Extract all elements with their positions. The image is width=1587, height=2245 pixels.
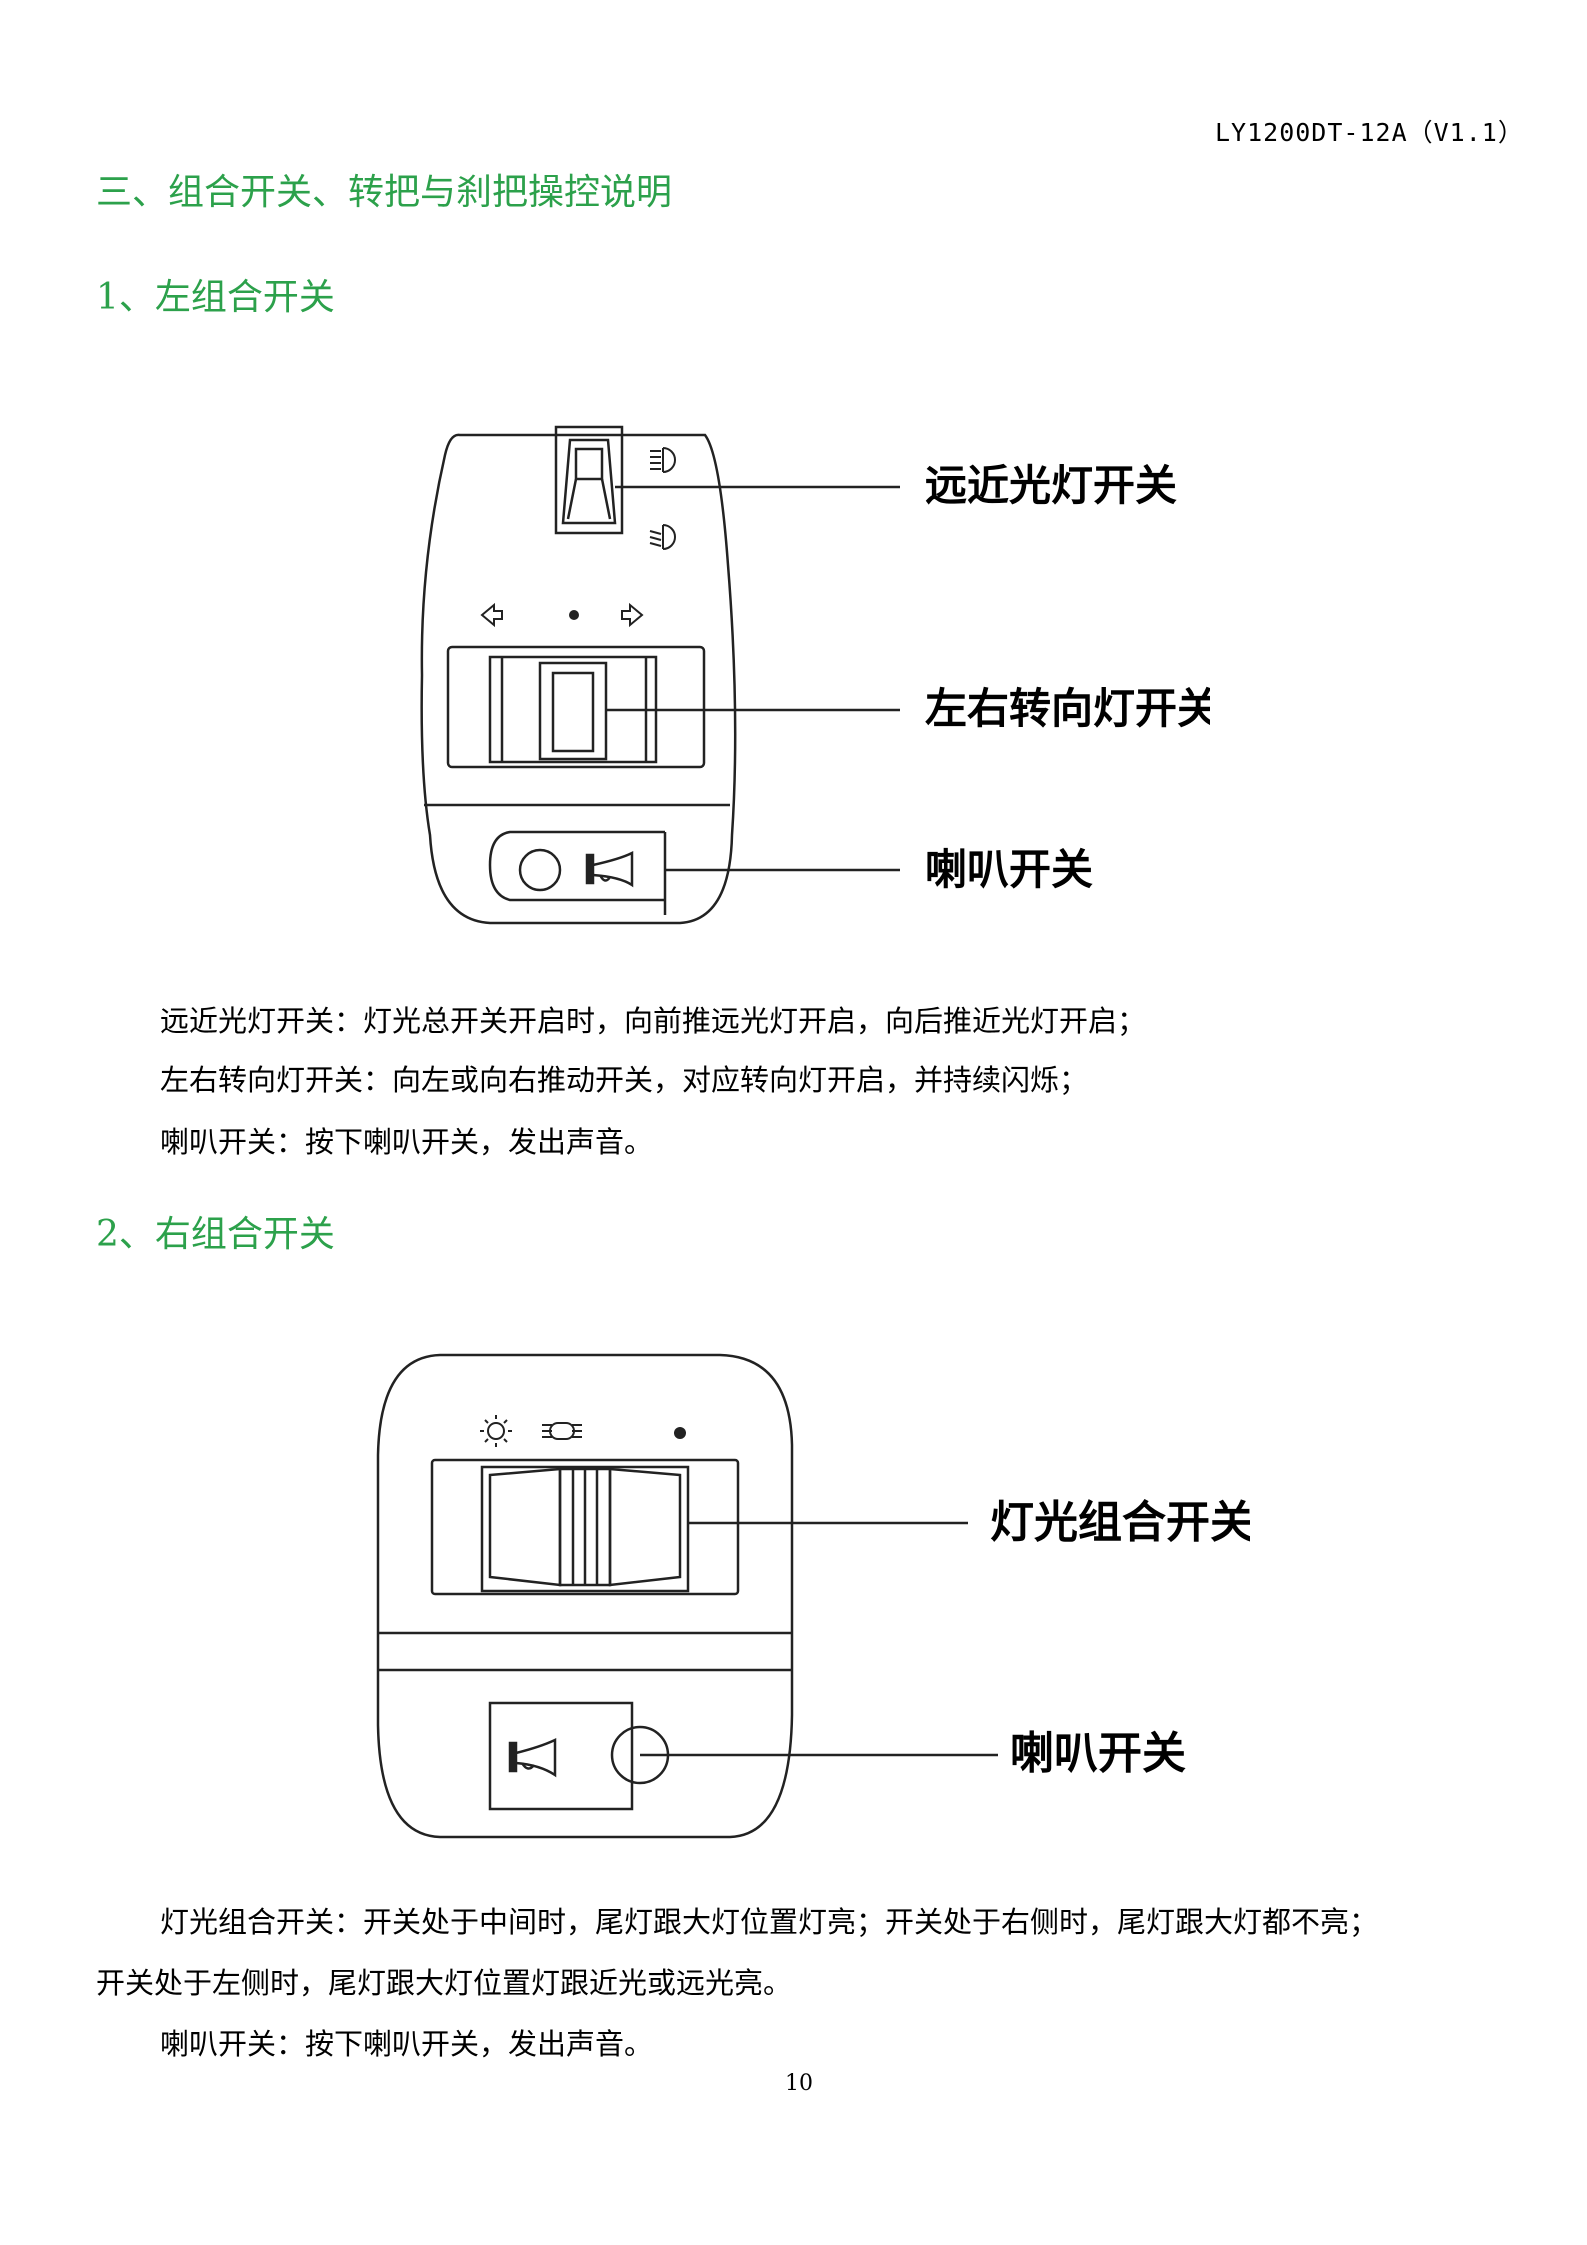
turn-indicator-icons <box>480 602 644 628</box>
left-switch-housing <box>420 433 737 925</box>
off-position-dot <box>674 1427 686 1439</box>
paragraph: 远近光灯开关：灯光总开关开启时，向前推远光灯开启，向后推近光灯开启； <box>160 1004 1147 1038</box>
right-switch-title: 2、右组合开关 <box>96 1214 335 1255</box>
page-number: 10 <box>785 2071 813 2096</box>
right-switch-figure: 灯光组合开关 喇叭开关 <box>370 1345 1250 1845</box>
horn-icon <box>508 1738 557 1778</box>
right-switch-housing <box>376 1353 794 1839</box>
paragraph: 灯光组合开关：开关处于中间时，尾灯跟大灯位置灯亮；开关处于右侧时，尾灯跟大灯都不… <box>160 1905 1379 1939</box>
horn-callout: 喇叭开关 <box>925 845 1093 894</box>
beam-toggle <box>554 425 624 535</box>
light-rocker-switch <box>430 1458 740 1596</box>
turn-callout: 左右转向灯开关 <box>925 684 1210 733</box>
section-title: 三、组合开关、转把与刹把操控说明 <box>96 172 673 213</box>
turn-signal-slider <box>446 645 706 769</box>
left-switch-figure: 远近光灯开关 左右转向灯开关 喇叭开关 <box>410 415 1210 935</box>
left-switch-title: 1、左组合开关 <box>96 277 335 318</box>
parking-light-icon <box>480 1415 512 1447</box>
horn-callout: 喇叭开关 <box>1010 1728 1186 1779</box>
document-code: LY1200DT-12A（V1.1） <box>1215 118 1524 147</box>
paragraph: 开关处于左侧时，尾灯跟大灯位置灯跟近光或远光亮。 <box>96 1966 793 2000</box>
light-callout: 灯光组合开关 <box>990 1497 1250 1548</box>
beam-callout: 远近光灯开关 <box>925 461 1177 510</box>
paragraph: 左右转向灯开关：向左或向右推动开关，对应转向灯开启，并持续闪烁； <box>160 1063 1089 1097</box>
horn-icon <box>585 850 634 888</box>
paragraph: 喇叭开关：按下喇叭开关，发出声音。 <box>160 2027 654 2061</box>
low-beam-icon <box>649 524 676 550</box>
horn-button <box>488 830 667 915</box>
paragraph: 喇叭开关：按下喇叭开关，发出声音。 <box>160 1125 654 1159</box>
high-beam-icon <box>650 447 676 473</box>
headlight-icon <box>542 1422 582 1440</box>
